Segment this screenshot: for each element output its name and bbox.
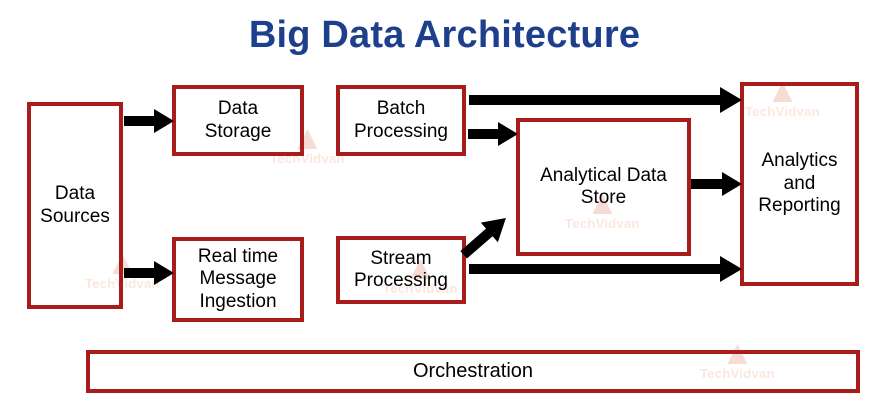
arrow-sources-to-ingestion (124, 260, 174, 286)
node-data-storage[interactable]: Data Storage (172, 85, 304, 156)
node-stream-processing-label: Stream Processing (354, 247, 448, 291)
arrow-sources-to-storage (124, 108, 174, 134)
node-analytics-and-reporting[interactable]: Analytics and Reporting (740, 82, 859, 286)
arrow-store-to-analytics (691, 172, 742, 196)
arrow-batch-to-analytics (469, 87, 742, 113)
node-analytics-and-reporting-label: Analytics and Reporting (758, 150, 841, 217)
node-analytical-data-store[interactable]: Analytical Data Store (516, 118, 691, 256)
node-batch-processing[interactable]: Batch Processing (336, 85, 466, 156)
node-data-storage-label: Data Storage (204, 98, 272, 142)
node-realtime-message-ingestion[interactable]: Real time Message Ingestion (172, 237, 304, 322)
node-data-sources[interactable]: Data Sources (27, 102, 123, 309)
node-data-sources-label: Data Sources (40, 183, 110, 227)
node-realtime-message-ingestion-label: Real time Message Ingestion (197, 245, 279, 312)
arrow-stream-to-analytical-store (460, 205, 521, 263)
arrow-stream-to-analytics (469, 256, 742, 282)
node-analytical-data-store-label: Analytical Data Store (540, 164, 667, 208)
node-orchestration[interactable]: Orchestration (86, 350, 860, 393)
node-stream-processing[interactable]: Stream Processing (336, 236, 466, 304)
node-orchestration-label: Orchestration (412, 359, 534, 382)
page-title: Big Data Architecture (248, 14, 641, 56)
arrow-batch-to-analytical-store (468, 122, 518, 146)
node-batch-processing-label: Batch Processing (354, 98, 448, 142)
